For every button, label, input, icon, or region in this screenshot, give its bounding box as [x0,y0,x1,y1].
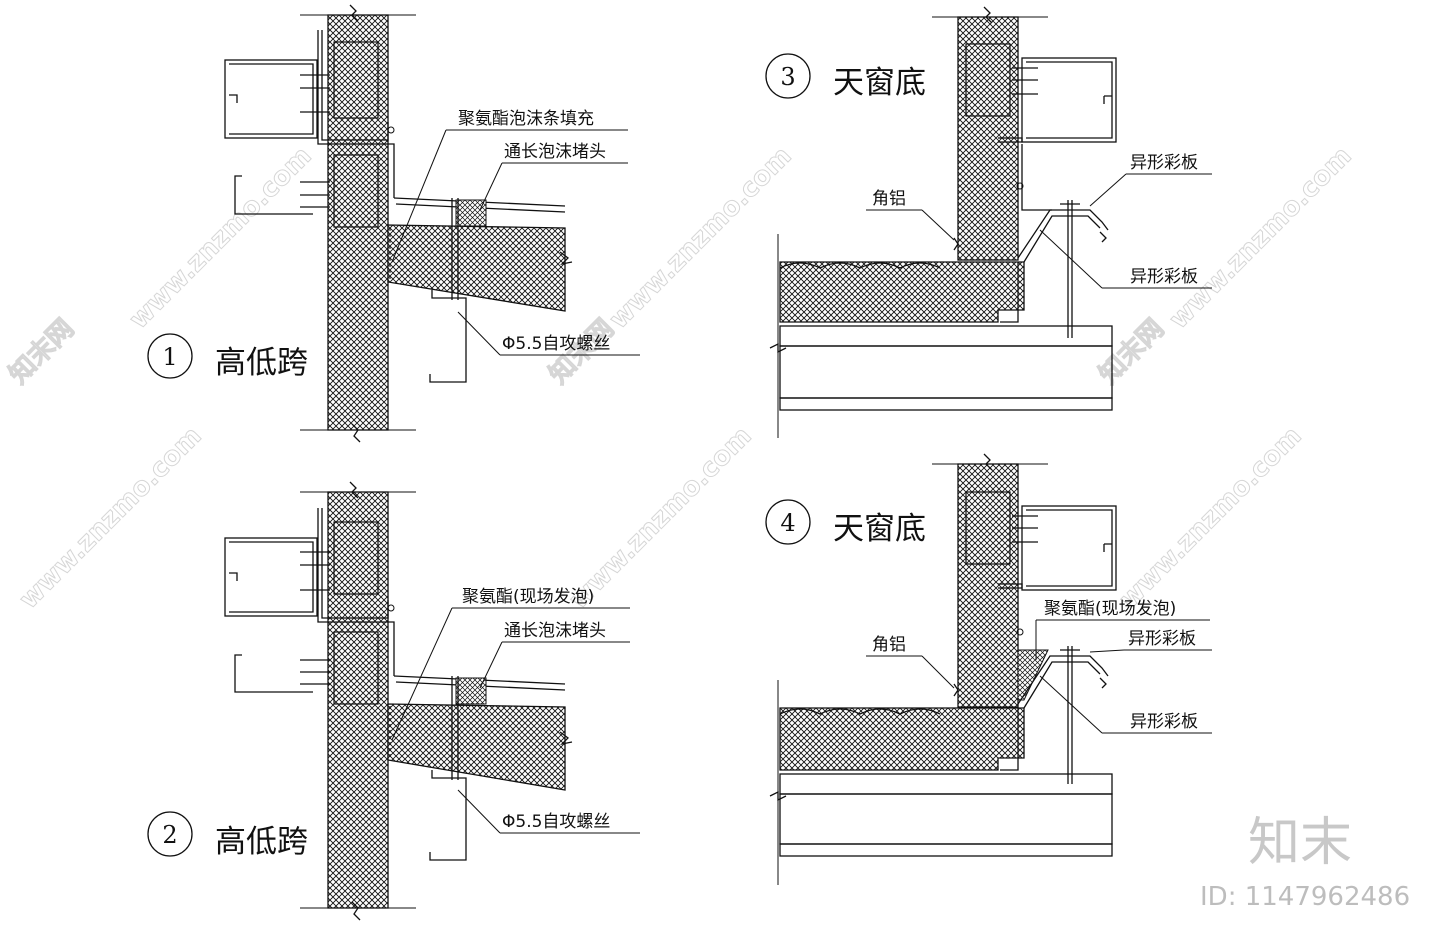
detail-number-circle [147,333,193,379]
roof-panel [387,224,566,312]
label-screw: Φ5.5自攻螺丝 [502,812,610,832]
label-profiled-sheet-upper: 异形彩板 [1128,629,1196,649]
label-pu-foam: 聚氨酯(现场发泡) [1044,599,1176,619]
watermark-layer: www.znzmo.com www.znzmo.com www.znzmo.co… [3,141,1358,616]
watermark-brand-3: 知末网 [1094,314,1170,390]
brand-logo: 知末 [1248,813,1352,873]
watermark-site-4: www.znzmo.com [14,421,208,615]
label-profiled-sheet-lower: 异形彩板 [1130,712,1198,732]
watermark-site-6: www.znzmo.com [1114,421,1308,615]
label-foam-plug: 通长泡沫堵头 [504,142,606,162]
detail-2: 2 高低跨 聚氨酯(现场发泡) 通长泡沫堵头 Φ5.5自攻螺丝 [147,481,640,921]
watermark-site-2: www.znzmo.com [604,141,798,335]
label-foam-plug: 通长泡沫堵头 [504,621,606,641]
detail-4: 4 天窗底 聚氨酯(现场发泡) 异形彩板 角铝 异形彩板 [765,453,1212,885]
watermark-site-5: www.znzmo.com [564,421,758,615]
detail-number: 4 [780,509,795,537]
detail-title: 天窗底 [833,65,926,101]
detail-number: 3 [780,63,795,91]
roof-panel [779,261,1025,323]
label-profiled-sheet-lower: 异形彩板 [1130,267,1198,287]
label-angle-aluminum: 角铝 [872,189,906,209]
label-angle-aluminum: 角铝 [872,635,906,655]
detail-title: 天窗底 [833,511,926,547]
watermark-site-1: www.znzmo.com [124,141,318,335]
detail-1: 1 高低跨 聚氨酯泡沫条填充 通长泡沫堵头 Φ5.5自攻螺丝 [147,4,640,443]
label-screw: Φ5.5自攻螺丝 [502,334,610,354]
label-pu-foam: 聚氨酯(现场发泡) [462,587,594,607]
label-foam-strip: 聚氨酯泡沫条填充 [458,109,594,129]
detail-title: 高低跨 [215,345,308,381]
id-text: ID: 1147962486 [1200,882,1410,912]
detail-number: 1 [162,343,177,371]
label-profiled-sheet-upper: 异形彩板 [1130,153,1198,173]
detail-title: 高低跨 [215,824,308,860]
c-purlin [224,59,318,139]
detail-3: 3 天窗底 异形彩板 角铝 异形彩板 [765,6,1212,438]
watermark-brand-1: 知末网 [4,314,80,390]
detail-number: 2 [162,821,177,849]
